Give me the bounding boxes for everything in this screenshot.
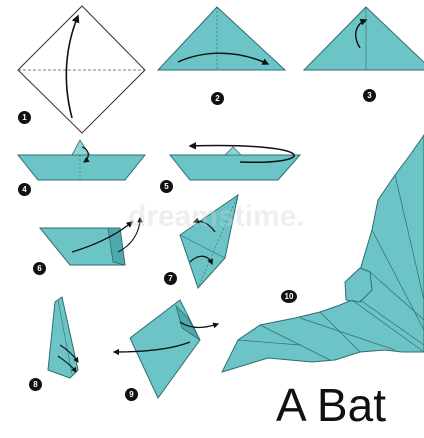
step-number-badge: 2 [211,92,224,105]
step-4-diagram [18,140,145,180]
step-7-diagram [180,195,238,288]
step-9-diagram [114,300,218,398]
step-number-badge: 10 [281,290,297,303]
page-title: A Bat [276,380,386,430]
step-6-diagram [40,218,140,265]
step-number-badge: 4 [18,183,31,196]
step-number-badge: 7 [164,272,177,285]
step-number-badge: 3 [363,89,376,102]
step-number-badge: 9 [125,388,138,401]
step-3-diagram [304,7,424,70]
step-1-diagram [18,6,145,133]
step-2-diagram [158,7,285,70]
step-number-badge: 8 [29,378,42,391]
step-8-diagram [48,297,78,378]
step-number-badge: 6 [33,262,46,275]
step-number-badge: 1 [18,111,31,124]
step-5-diagram [170,146,300,180]
step-number-badge: 5 [160,180,173,193]
